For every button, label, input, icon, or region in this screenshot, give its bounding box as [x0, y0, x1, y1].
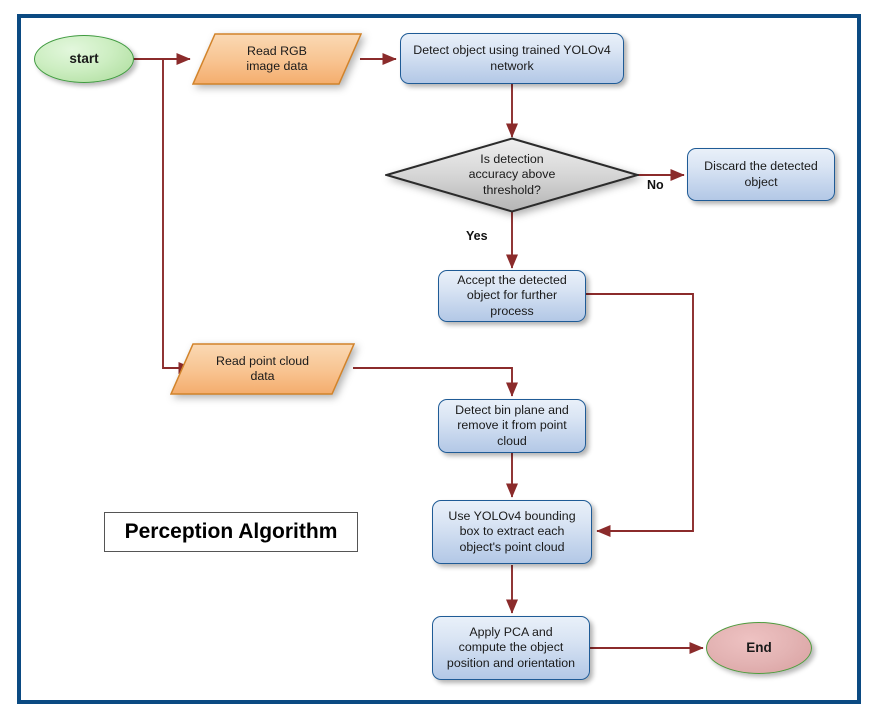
node-discard[interactable]: Discard the detected object — [687, 148, 835, 201]
node-accept[interactable]: Accept the detected object for further p… — [438, 270, 586, 322]
node-apply-pca-label: Apply PCA and compute the object positio… — [446, 625, 576, 670]
edge-label-yes: Yes — [466, 229, 488, 243]
node-apply-pca[interactable]: Apply PCA and compute the object positio… — [432, 616, 590, 680]
diagram-frame — [17, 14, 861, 704]
node-start[interactable]: start — [34, 35, 134, 83]
node-detect-bin-label: Detect bin plane and remove it from poin… — [455, 403, 569, 448]
node-start-label: start — [69, 50, 99, 66]
node-discard-label: Discard the detected object — [704, 159, 818, 189]
node-extract-cloud-label: Use YOLOv4 bounding box to extract each … — [448, 509, 576, 554]
node-detect-object-label: Detect object using trained YOLOv4 netwo… — [413, 43, 611, 73]
node-read-pointcloud[interactable]: Read point cloud data — [170, 343, 355, 395]
node-end-label: End — [746, 639, 772, 655]
edge-label-no: No — [647, 178, 664, 192]
node-detect-object[interactable]: Detect object using trained YOLOv4 netwo… — [400, 33, 624, 84]
diagram-title-box: Perception Algorithm — [104, 512, 358, 552]
diagram-title: Perception Algorithm — [124, 520, 338, 543]
node-decision[interactable]: Is detection accuracy above threshold? — [385, 137, 639, 213]
node-extract-cloud[interactable]: Use YOLOv4 bounding box to extract each … — [432, 500, 592, 564]
node-accept-label: Accept the detected object for further p… — [457, 273, 567, 318]
node-end[interactable]: End — [706, 622, 812, 674]
node-read-rgb[interactable]: Read RGB image data — [192, 33, 362, 85]
node-detect-bin[interactable]: Detect bin plane and remove it from poin… — [438, 399, 586, 453]
